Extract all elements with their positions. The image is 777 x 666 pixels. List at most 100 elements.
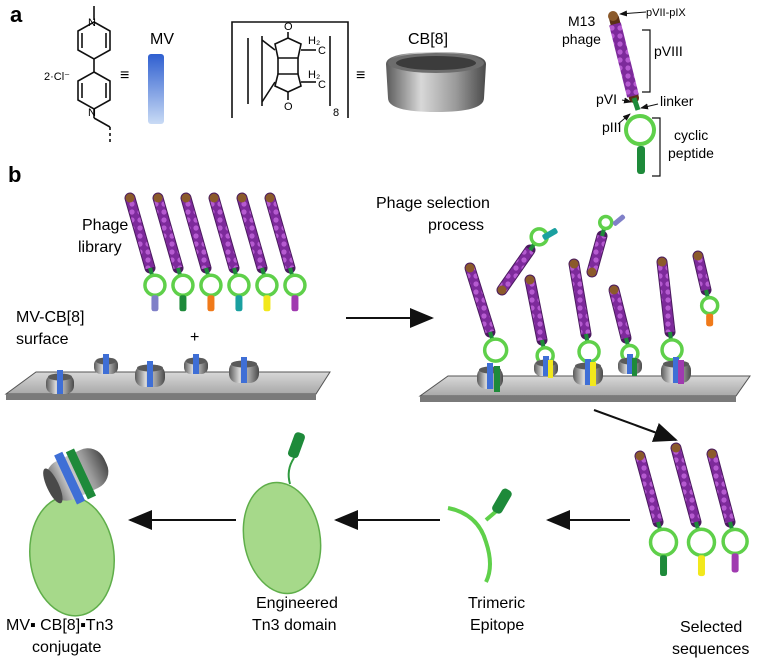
- bound-tail: [590, 362, 596, 386]
- pvi-pointer: [621, 97, 632, 104]
- selected-phage: [670, 442, 717, 577]
- mv-guest: [627, 354, 633, 374]
- cyclic-peptide-ring: [577, 339, 601, 364]
- phage-coat-pattern: [465, 266, 495, 334]
- phage-tip: [693, 251, 703, 261]
- mv-n-plus-bottom: N: [88, 107, 96, 119]
- cb8-host: [661, 357, 691, 383]
- selected-phage: [706, 448, 749, 573]
- bound-phage: [524, 274, 555, 366]
- mv-guest: [543, 356, 549, 376]
- mv-counter-ion: 2·Cl⁻: [44, 71, 70, 83]
- phage-coat-pattern: [693, 254, 711, 292]
- phage-coat-pattern: [609, 288, 631, 340]
- selection-label-line1: Phage selection: [376, 195, 490, 212]
- bound-tail: [678, 360, 684, 384]
- phage-tip: [609, 285, 619, 295]
- peptide-tail: [151, 295, 159, 312]
- phage-tip: [209, 193, 219, 203]
- phage-coat-pattern: [498, 247, 534, 293]
- mv-guest: [147, 361, 153, 387]
- free-phage: [496, 227, 549, 296]
- selected-phage: [634, 450, 679, 577]
- phage-tip: [525, 275, 535, 285]
- linker-label: linker: [660, 93, 694, 109]
- cyclic-label-line2: peptide: [668, 145, 714, 161]
- phage-coat-pattern: [265, 196, 295, 270]
- cb8-c-top: C: [318, 45, 326, 57]
- m13-title-line2: phage: [562, 31, 601, 47]
- library-phage: [264, 192, 307, 312]
- phage-tip: [237, 193, 247, 203]
- phage-coat-pattern: [237, 196, 267, 270]
- phage-coat-pattern: [657, 261, 675, 333]
- cb8-label: CB[8]: [408, 31, 448, 48]
- library-phage: [236, 192, 279, 312]
- library-phage: [208, 192, 251, 312]
- phage-tip: [587, 267, 597, 277]
- phage-tip: [465, 263, 475, 273]
- mv-guest: [673, 357, 679, 383]
- selected-label-line2: sequences: [672, 641, 749, 658]
- cyclic-peptide-ring: [199, 273, 223, 298]
- cb8-o-top: O: [284, 21, 293, 33]
- free-tail: [612, 214, 626, 226]
- phage-tip: [569, 259, 579, 269]
- surface-label-line2: surface: [16, 331, 69, 348]
- mv-structure: [77, 6, 111, 142]
- trimeric-epitope-icon: [447, 488, 512, 583]
- phage-coat-pattern: [707, 452, 735, 524]
- cyclic-peptide-ring: [699, 295, 720, 316]
- mv-guest: [487, 363, 493, 389]
- phage-library-line2: library: [78, 239, 122, 256]
- pvii-pix-label: pVII-pIX: [646, 7, 686, 19]
- free-tail: [542, 228, 558, 240]
- selection-label-line2: process: [428, 217, 484, 234]
- cb8-o-bottom: O: [284, 101, 293, 113]
- cyclic-peptide-ring: [482, 337, 509, 363]
- library-phage: [124, 192, 167, 312]
- conjugate-label-line1: MV▪ CB[8]▪Tn3: [6, 617, 113, 634]
- cb8-structure: [231, 21, 349, 118]
- conjugate-label-line2: conjugate: [32, 639, 101, 656]
- cb8-host: [573, 359, 603, 385]
- cb8-h2-bottom: H₂: [308, 69, 320, 81]
- cb8-subscript: 8: [333, 107, 339, 119]
- phage-tip: [265, 193, 275, 203]
- mv-guest: [193, 354, 199, 374]
- cyclic-peptide-ring: [597, 214, 614, 231]
- peptide-tail: [660, 555, 668, 577]
- piii-label: pIII: [602, 119, 621, 135]
- engineered-tn3-icon: [242, 432, 322, 595]
- cyclic-peptide-ring: [255, 273, 279, 298]
- pvii-pix-pointer: [619, 10, 647, 17]
- plus-sign: +: [190, 329, 199, 346]
- cb8-equiv: ≡: [356, 67, 365, 84]
- pviii-bracket: [642, 29, 651, 93]
- cyclic-bracket: [652, 117, 661, 177]
- epitope-label-line2: Epitope: [470, 617, 524, 634]
- left-cb8-hosts: [46, 354, 259, 394]
- bound-tail: [494, 366, 500, 392]
- phage-tip: [657, 257, 667, 267]
- bound-phage: [568, 258, 601, 364]
- phage-tip: [153, 193, 163, 203]
- cb8-host: [135, 361, 165, 387]
- m13-title-line1: M13: [568, 13, 595, 29]
- phage-coat-pattern: [125, 196, 155, 270]
- cyclic-peptide-ring: [283, 273, 307, 298]
- peptide-tail: [179, 295, 187, 312]
- phage-coat-pattern: [153, 196, 183, 270]
- panel-b-label: b: [8, 162, 21, 187]
- mv-n-plus-top: N: [88, 17, 96, 29]
- selected-phages-group: [634, 442, 749, 577]
- phage-library-line1: Phage: [82, 217, 128, 234]
- peptide-tail: [207, 295, 215, 312]
- phage-coat-pattern: [587, 234, 607, 274]
- phage-coat-pattern: [209, 196, 239, 270]
- panel-a-label: a: [10, 2, 23, 27]
- peptide-tail: [731, 553, 739, 573]
- phage-tip: [707, 449, 717, 459]
- cb8-host: [94, 354, 118, 374]
